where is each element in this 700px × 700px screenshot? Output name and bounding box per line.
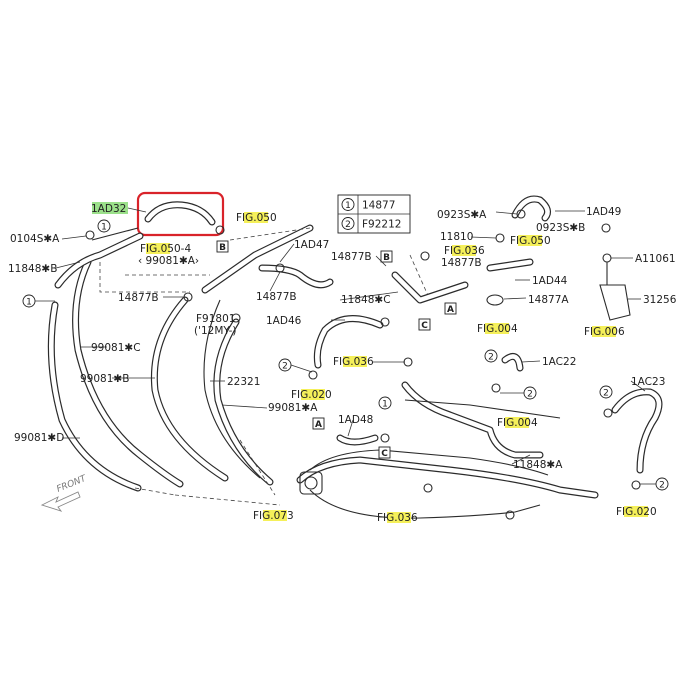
label-0923s-b: 0923S✱B	[536, 222, 585, 234]
callout-1-icon: 1	[97, 219, 111, 233]
callout-1-icon: 1	[378, 396, 392, 410]
water-pipe-assembly	[296, 195, 663, 520]
svg-text:2: 2	[488, 353, 494, 363]
reference-lines	[99, 227, 431, 506]
svg-text:1: 1	[26, 298, 32, 308]
label-99081-a: 99081✱A	[268, 402, 318, 414]
svg-text:A: A	[447, 305, 454, 315]
svg-text:C: C	[381, 449, 388, 459]
label-fig020-a: FIG.020	[291, 389, 332, 401]
label-1ad47: 1AD47	[294, 239, 329, 251]
svg-text:FRONT: FRONT	[55, 473, 89, 494]
svg-text:1: 1	[382, 400, 388, 410]
label-fig036-a: FIG.036	[333, 356, 374, 368]
legend: 1 14877 2 F92212	[337, 194, 411, 234]
callout-2-icon: 2	[484, 349, 498, 363]
label-1ad44: 1AD44	[532, 275, 568, 287]
label-1AD32: 1AD32	[91, 203, 126, 215]
label-11810: 11810	[440, 231, 473, 243]
label-99081a-paren: ‹ 99081✱A›	[138, 255, 199, 267]
label-fig004-b: FIG.004	[497, 417, 538, 429]
markers: B B A C A C	[216, 240, 457, 459]
label-f91801: F91801	[196, 313, 235, 325]
label-0104S-A: 0104S✱A	[10, 233, 60, 245]
legend-code-2: F92212	[362, 219, 401, 231]
legend-callout-1-icon	[341, 198, 355, 211]
label-11848-a: 11848✱A	[513, 459, 563, 471]
label-14877b-left: 14877B	[118, 292, 159, 304]
label-1ad49: 1AD49	[586, 206, 621, 218]
svg-text:C: C	[421, 321, 428, 331]
label-0923s-a: 0923S✱A	[437, 209, 487, 221]
svg-text:B: B	[219, 243, 226, 253]
label-14877b-r: 14877B	[441, 257, 482, 269]
part-labels: 0104S✱A 11848✱B FIG.050-4 ‹ 99081✱A› FIG…	[8, 206, 677, 524]
svg-text:A: A	[315, 420, 322, 430]
label-a11061: A11061	[635, 253, 676, 265]
label-fig004-a: FIG.004	[477, 323, 518, 335]
left-hoses	[47, 224, 384, 492]
label-fig036-c: FIG.036	[444, 245, 485, 257]
label-11848-B: 11848✱B	[8, 263, 57, 275]
svg-text:1: 1	[101, 223, 107, 233]
selected-part-1AD32[interactable]: 1AD32	[91, 191, 225, 237]
legend-callout-2-icon	[341, 217, 355, 230]
label-99081-b: 99081✱B	[80, 373, 129, 385]
label-1ac23: 1AC23	[631, 376, 665, 388]
leader-lines	[55, 210, 646, 465]
front-arrow-icon: FRONT	[40, 473, 89, 512]
label-fig006: FIG.006	[584, 326, 625, 338]
label-fig050-r: FIG.050	[510, 235, 551, 247]
svg-text:2: 2	[603, 389, 609, 399]
label-fig073: FIG.073	[253, 510, 294, 522]
callouts: 1 1 2 1 2 2 2 2	[22, 219, 669, 491]
label-fig036-b: FIG.036	[377, 512, 418, 524]
label-99081-d: 99081✱D	[14, 432, 64, 444]
callout-1-icon: 1	[22, 294, 36, 308]
label-14877b-mid: 14877B	[256, 291, 297, 303]
label-fig050-4: FIG.050-4	[140, 243, 191, 255]
label-14877b-top: 14877B	[331, 251, 372, 263]
svg-text:2: 2	[282, 362, 288, 372]
label-1ad46: 1AD46	[266, 315, 302, 327]
callout-2-icon: 2	[599, 385, 613, 399]
label-31256: 31256	[643, 294, 677, 306]
label-22321: 22321	[227, 376, 260, 388]
fig-highlights	[146, 212, 648, 523]
callout-2-icon: 2	[655, 477, 669, 491]
label-99081-c: 99081✱C	[91, 342, 141, 354]
svg-text:2: 2	[527, 390, 533, 400]
legend-code-1: 14877	[362, 200, 395, 212]
label-12my: ('12MY-)	[194, 325, 236, 337]
callout-2-icon: 2	[278, 358, 292, 372]
svg-text:2: 2	[659, 481, 665, 491]
legend-num-1: 1	[345, 201, 351, 211]
label-fig020-b: FIG.020	[616, 506, 657, 518]
legend-num-2: 2	[345, 220, 351, 230]
label-1ad48: 1AD48	[338, 414, 373, 426]
callout-2-icon: 2	[523, 386, 537, 400]
svg-text:B: B	[383, 253, 390, 263]
label-11848-c: 11848✱C	[341, 294, 391, 306]
label-1ac22: 1AC22	[542, 356, 576, 368]
label-14877a: 14877A	[528, 294, 569, 306]
label-fig050-top: FIG.050	[236, 212, 277, 224]
